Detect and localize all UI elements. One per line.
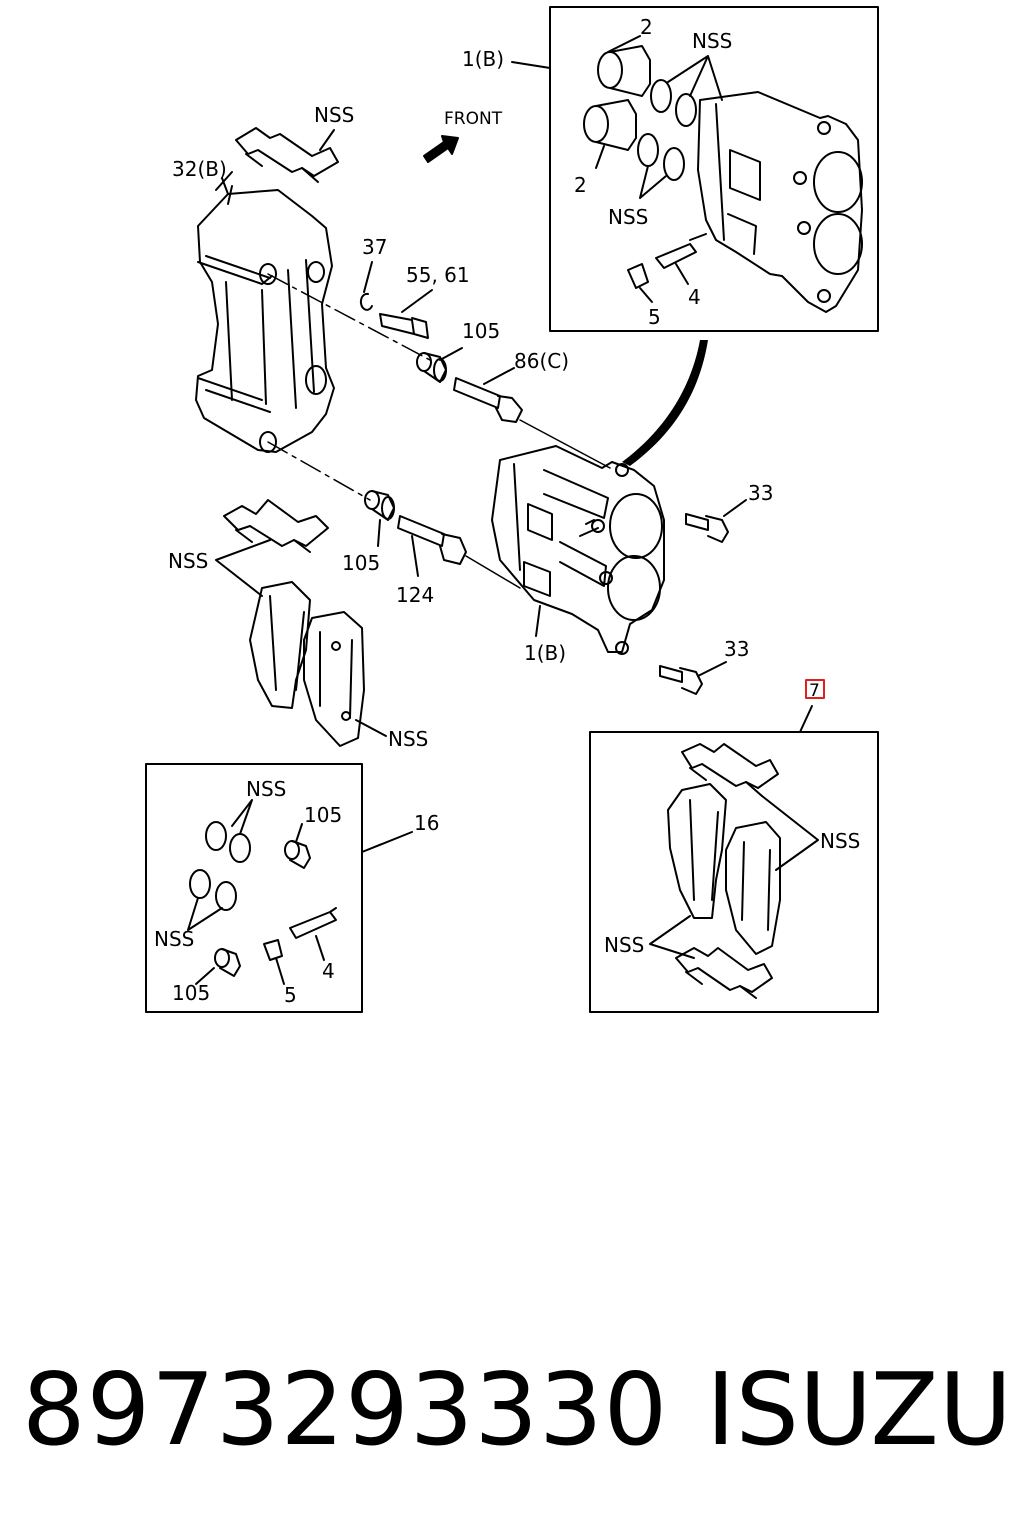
caliper-detail-inset-frame: [549, 6, 879, 332]
brake-caliper-main: [491, 445, 665, 655]
label-kit-5: 5: [284, 983, 297, 1007]
label-bleeder-4-top: 4: [688, 285, 701, 309]
label-kit-105-bottom: 105: [172, 981, 210, 1005]
label-piston-top: 2: [640, 15, 653, 39]
pad-kit-7-frame: [589, 731, 879, 1013]
label-nss-pads-right: NSS: [388, 727, 428, 751]
brand-name: ISUZU: [706, 1351, 1013, 1468]
bolt-33-bottom: [659, 665, 703, 695]
pin-axis-upper-b: [519, 419, 611, 469]
label-top-inset-part: 1(B): [462, 47, 504, 71]
boot-105-mid: [364, 490, 395, 521]
part-number: 8973293330: [22, 1351, 669, 1468]
label-pad-kit-nss-left: NSS: [604, 933, 644, 957]
label-front: FRONT: [444, 109, 503, 129]
brake-caliper-exploded-diagram: 1(B) FRONT 2 2 NSS NSS 4 5 NSS 32(B) 37 …: [145, 6, 879, 1013]
guide-pin-124: [397, 515, 467, 565]
label-kit-nss-top: NSS: [246, 777, 286, 801]
label-bolt-33-top: 33: [748, 481, 773, 505]
label-kit-105-top: 105: [304, 803, 342, 827]
repair-kit-16-frame: [145, 763, 363, 1013]
part-footer: 8973293330 ISUZU: [0, 1340, 1024, 1480]
label-nss-clip-top: NSS: [314, 103, 354, 127]
clip-37: [359, 292, 373, 311]
brake-pad-outer: [249, 581, 311, 709]
label-nss-pads-left: NSS: [168, 549, 208, 573]
pin-axis-lower-b: [465, 555, 521, 589]
label-boot-105-top: 105: [462, 319, 500, 343]
pad-clip-top: [235, 127, 339, 183]
label-nss-inset-mid: NSS: [608, 205, 648, 229]
label-caliper-1b: 1(B): [524, 641, 566, 665]
label-pin-86c: 86(C): [514, 349, 569, 373]
pad-clip-left: [223, 499, 329, 553]
guide-pin-86c: [453, 377, 523, 423]
pad-kit-7-drawing: [649, 743, 819, 999]
caliper-detail-drawing: [511, 35, 863, 313]
label-bracket: 32(B): [172, 157, 227, 181]
label-kit-16: 16: [414, 811, 439, 835]
pin-axis-upper: [267, 273, 431, 361]
pin-axis-lower: [267, 441, 371, 501]
bolt-55-61: [379, 313, 429, 339]
label-pin-124: 124: [396, 583, 434, 607]
pad-kit-7-ref-box: [805, 679, 825, 699]
front-arrow-icon: [423, 135, 459, 163]
label-nss-inset-top: NSS: [692, 29, 732, 53]
label-cap-5-top: 5: [648, 305, 661, 329]
brake-pad-inner: [303, 611, 365, 747]
label-kit-nss-left: NSS: [154, 927, 194, 951]
inset-pointer-curve: [622, 340, 708, 466]
label-kit-4: 4: [322, 959, 335, 983]
repair-kit-16-drawing: [187, 799, 413, 985]
label-bolt-33-bottom: 33: [724, 637, 749, 661]
label-clip-37: 37: [362, 235, 387, 259]
label-piston-bottom: 2: [574, 173, 587, 197]
label-pad-kit-ref: 7: [809, 681, 820, 701]
label-bolt-55-61: 55, 61: [406, 263, 470, 287]
bolt-33-top: [685, 513, 729, 543]
label-pad-kit-nss-right: NSS: [820, 829, 860, 853]
label-boot-105-mid: 105: [342, 551, 380, 575]
boot-105-top: [416, 352, 447, 383]
caliper-bracket: [195, 171, 335, 453]
